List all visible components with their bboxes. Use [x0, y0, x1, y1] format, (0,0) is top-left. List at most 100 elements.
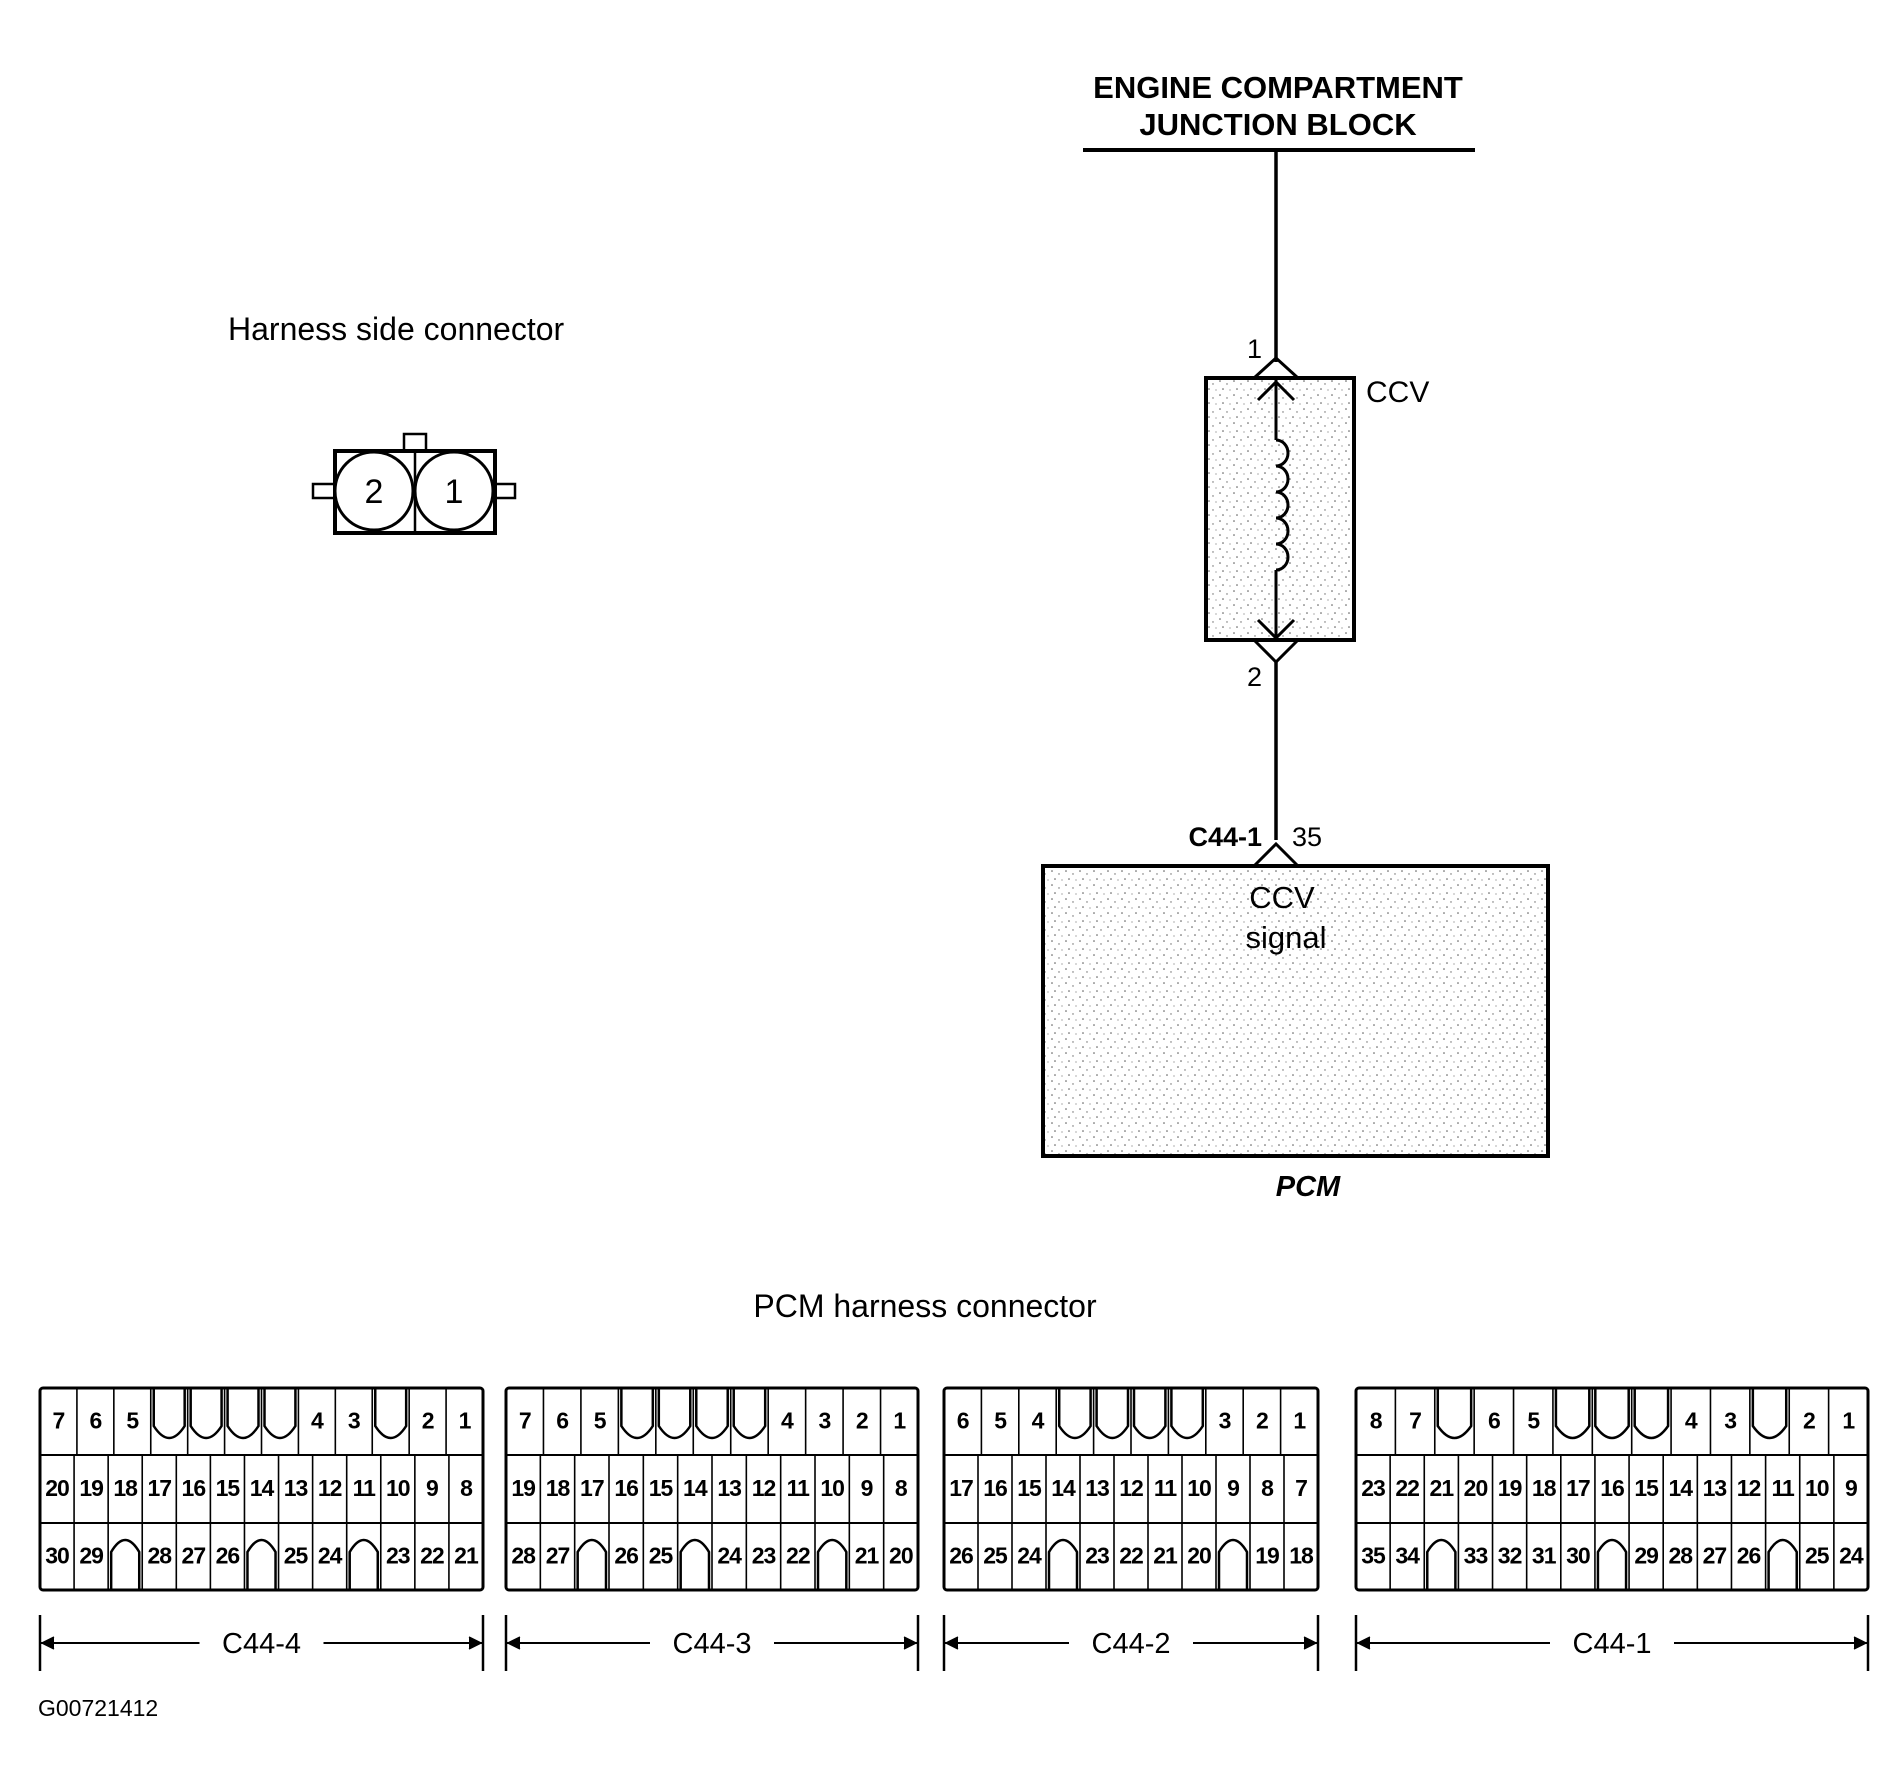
- pin-label: 18: [546, 1475, 571, 1501]
- keying-notch: [1170, 1388, 1205, 1440]
- keying-notch: [1436, 1388, 1473, 1440]
- pin-label: 25: [649, 1543, 674, 1569]
- pin-label: 1: [1293, 1408, 1306, 1434]
- pin-label: 24: [717, 1543, 742, 1569]
- keying-notch: [732, 1388, 767, 1440]
- pin-label: 20: [889, 1543, 913, 1569]
- pin-label: 28: [511, 1543, 536, 1569]
- pin-label: 14: [1051, 1475, 1076, 1501]
- pin-label: 3: [818, 1408, 830, 1434]
- ccv-component: CCV: [1204, 376, 1429, 642]
- pin-label: 30: [45, 1543, 69, 1569]
- junction-block-title-line1: ENGINE COMPARTMENT: [1093, 70, 1463, 105]
- ccv-pin-2-terminal: [1252, 638, 1300, 665]
- coil-icon: [1275, 438, 1290, 572]
- pcm-module: CCV signal PCM: [1041, 864, 1550, 1203]
- pin-label: 35: [1361, 1543, 1386, 1569]
- ccv-pin-1-terminal: [1252, 355, 1300, 380]
- keying-notch: [263, 1388, 297, 1440]
- pin-label: 21: [454, 1543, 479, 1569]
- pcm-label: PCM: [1276, 1171, 1341, 1203]
- pin-label: 6: [556, 1408, 568, 1434]
- ccv-pin-2-label: 2: [1247, 662, 1262, 692]
- pin-label: 27: [182, 1543, 206, 1569]
- pin-label: 11: [353, 1475, 377, 1501]
- pcm-connector-label: C44-1: [1188, 822, 1262, 852]
- pin-label: 25: [1805, 1543, 1830, 1569]
- pin-label: 13: [717, 1475, 741, 1501]
- pin-label: 4: [1685, 1408, 1698, 1434]
- keying-notch: [189, 1388, 223, 1440]
- pin-label: 22: [1119, 1543, 1143, 1569]
- pin-label: 12: [1119, 1475, 1143, 1501]
- pin-label: 10: [386, 1475, 410, 1501]
- pin-label: 26: [216, 1543, 240, 1569]
- pin-label: 26: [949, 1543, 973, 1569]
- pin-label: 5: [126, 1408, 139, 1434]
- pin-label: 16: [182, 1475, 206, 1501]
- keying-notch: [1594, 1388, 1630, 1440]
- pin-label: 17: [1566, 1475, 1590, 1501]
- pin-label: 29: [79, 1543, 103, 1569]
- pin-label: 19: [1255, 1543, 1279, 1569]
- pin-label: 22: [786, 1543, 810, 1569]
- keying-notch: [1047, 1538, 1079, 1590]
- arrow-right-icon: [903, 1636, 918, 1650]
- pin-label: 3: [1219, 1408, 1231, 1434]
- pin-label: 26: [1737, 1543, 1761, 1569]
- pin-label: 21: [1430, 1475, 1455, 1501]
- pin-label: 9: [1845, 1475, 1857, 1501]
- pin-label: 15: [649, 1475, 674, 1501]
- pin-label: 28: [147, 1543, 172, 1569]
- keying-notch: [1057, 1388, 1092, 1440]
- pin-label: 24: [1839, 1543, 1864, 1569]
- pin-label: 10: [1187, 1475, 1211, 1501]
- pin-label: 11: [787, 1475, 811, 1501]
- keying-notch: [1426, 1538, 1457, 1590]
- pin-label: 21: [855, 1543, 880, 1569]
- keying-notch: [109, 1538, 141, 1590]
- pin-label: 32: [1498, 1543, 1522, 1569]
- harness-side-title: Harness side connector: [228, 311, 565, 347]
- keying-notch: [152, 1388, 186, 1440]
- pin-label: 21: [1153, 1543, 1178, 1569]
- connector-name-label: C44-1: [1573, 1628, 1652, 1660]
- pin-label: 2: [1256, 1408, 1268, 1434]
- keying-notch: [576, 1538, 608, 1590]
- pin-label: 2: [1803, 1408, 1815, 1434]
- pcm-pin-terminal: [1252, 841, 1300, 868]
- pin-label: 23: [1085, 1543, 1109, 1569]
- pin-label: 18: [1289, 1543, 1314, 1569]
- pin-label: 18: [113, 1475, 138, 1501]
- keying-notch: [620, 1388, 655, 1440]
- pin-label: 8: [1261, 1475, 1274, 1501]
- pin-label: 19: [511, 1475, 535, 1501]
- pin-label: 7: [1295, 1475, 1307, 1501]
- ccv-label: CCV: [1366, 376, 1429, 409]
- arrow-right-icon: [1853, 1636, 1868, 1650]
- pin-label: 1: [893, 1408, 906, 1434]
- junction-block: ENGINE COMPARTMENT JUNCTION BLOCK: [1083, 70, 1475, 152]
- keying-notch: [816, 1538, 848, 1590]
- arrow-left-icon: [40, 1636, 55, 1650]
- pin-label: 12: [318, 1475, 342, 1501]
- pin-label: 16: [983, 1475, 1007, 1501]
- pcm-harness-title: PCM harness connector: [753, 1288, 1097, 1324]
- pin-label: 12: [752, 1475, 776, 1501]
- harness-side-connector: Harness side connector 2 1: [228, 311, 565, 535]
- dimension-c44-2: C44-2: [942, 1615, 1320, 1671]
- connector-name-label: C44-2: [1092, 1628, 1171, 1660]
- pin-label: 16: [614, 1475, 638, 1501]
- pin-label: 20: [1187, 1543, 1211, 1569]
- pin-label: 8: [460, 1475, 473, 1501]
- dimension-c44-4: C44-4: [38, 1615, 485, 1671]
- pin-label: 12: [1737, 1475, 1761, 1501]
- pin-label: 8: [1370, 1408, 1383, 1434]
- pin-label: 3: [1724, 1408, 1736, 1434]
- pin-label: 2: [422, 1408, 434, 1434]
- pin-label: 10: [1805, 1475, 1829, 1501]
- pin-label: 15: [1634, 1475, 1659, 1501]
- pin-label: 24: [318, 1543, 343, 1569]
